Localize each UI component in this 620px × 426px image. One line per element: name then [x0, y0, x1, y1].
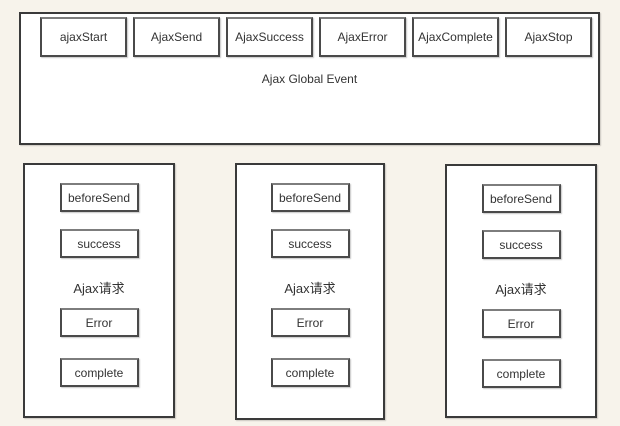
event-box-beforesend: beforeSend: [270, 183, 350, 212]
event-box-ajaxstop: AjaxStop: [505, 17, 592, 57]
event-box-complete: complete: [270, 358, 350, 387]
event-box-complete: complete: [481, 359, 561, 388]
ajax-request-panel-3: beforeSend success Ajax请求 Error complete: [445, 164, 597, 418]
event-box-error: Error: [270, 308, 350, 337]
event-box-ajaxstart: ajaxStart: [40, 17, 127, 57]
global-event-row: ajaxStart AjaxSend AjaxSuccess AjaxError…: [21, 14, 598, 57]
ajax-request-panel-1: beforeSend success Ajax请求 Error complete: [23, 163, 175, 418]
global-event-label: Ajax Global Event: [261, 72, 358, 86]
request-title: Ajax请求: [284, 281, 336, 296]
event-box-success: success: [270, 229, 350, 258]
request-title: Ajax请求: [73, 281, 125, 296]
event-box-error: Error: [481, 309, 561, 338]
event-box-success: success: [59, 229, 139, 258]
request-title: Ajax请求: [495, 282, 547, 297]
event-box-ajaxcomplete: AjaxComplete: [412, 17, 499, 57]
event-box-ajaxsend: AjaxSend: [133, 17, 220, 57]
event-box-success: success: [481, 230, 561, 259]
event-box-ajaxsuccess: AjaxSuccess: [226, 17, 313, 57]
ajax-global-event-panel: ajaxStart AjaxSend AjaxSuccess AjaxError…: [19, 12, 600, 145]
event-box-beforesend: beforeSend: [481, 184, 561, 213]
ajax-request-panel-2: beforeSend success Ajax请求 Error complete: [235, 163, 385, 420]
event-box-ajaxerror: AjaxError: [319, 17, 406, 57]
event-box-complete: complete: [59, 358, 139, 387]
event-box-error: Error: [59, 308, 139, 337]
event-box-beforesend: beforeSend: [59, 183, 139, 212]
